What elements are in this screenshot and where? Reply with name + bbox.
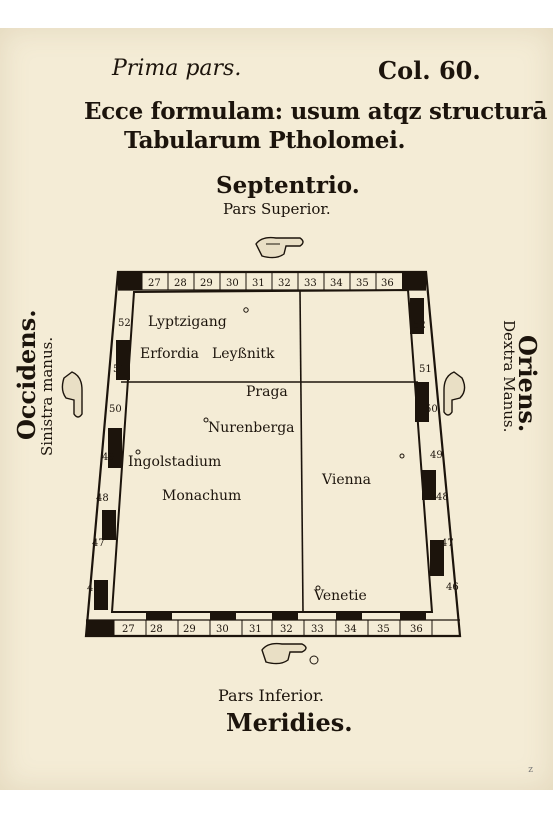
- hand-west-icon: [61, 371, 83, 418]
- bottom-tick-label: 34: [344, 624, 357, 635]
- left-tick-label: 52: [118, 318, 131, 329]
- corner-mark: z: [528, 765, 533, 775]
- bottom-tick-label: 35: [377, 624, 390, 635]
- north-sub-label: Pars Superior.: [223, 200, 331, 218]
- left-tick-label: 47: [92, 538, 105, 549]
- top-tick-label: 34: [330, 278, 343, 289]
- place-label: Praga: [246, 384, 288, 400]
- left-tick-label: 50: [109, 404, 122, 415]
- left-tick-label: 49: [102, 452, 115, 463]
- hand-north-icon: [255, 236, 304, 259]
- hand-south-icon: [261, 642, 319, 665]
- bottom-tick-label: 28: [150, 624, 163, 635]
- bottom-tick-label: 30: [216, 624, 229, 635]
- outer-frame: [84, 270, 462, 638]
- top-tick-label: 36: [381, 278, 394, 289]
- right-tick-label: 46: [446, 582, 459, 593]
- right-tick-label: 49: [430, 450, 443, 461]
- top-scale: 27 28 29 30 31 32 33 34 35 36: [118, 272, 426, 290]
- bottom-tick-label: 29: [183, 624, 196, 635]
- bottom-tick-label: 32: [280, 624, 293, 635]
- top-tick-label: 28: [174, 278, 187, 289]
- place-label: Lyptzigang: [148, 314, 227, 330]
- south-sub-label: Pars Inferior.: [218, 686, 324, 705]
- place-label: Venetie: [313, 588, 367, 604]
- left-tick-label: 48: [96, 493, 109, 504]
- bottom-tick-label: 27: [122, 624, 135, 635]
- top-tick-label: 32: [278, 278, 291, 289]
- top-tick-label: 33: [304, 278, 317, 289]
- place-label: Vienna: [321, 472, 371, 488]
- right-tick-label: 47: [441, 538, 454, 549]
- title-line-1: Ecce formulam: usum atqz structurā: [84, 98, 548, 125]
- left-tick-label: 46: [87, 583, 100, 594]
- top-tick-label: 35: [356, 278, 369, 289]
- place-label: Ingolstadium: [128, 454, 221, 470]
- place-label: Nurenberga: [208, 420, 295, 436]
- right-tick-label: 52: [413, 320, 426, 331]
- place-label: Monachum: [162, 488, 241, 504]
- bottom-tick-label: 36: [410, 624, 423, 635]
- right-scale: 52 51 50 49 48 47 46: [410, 298, 459, 593]
- bottom-tick-label: 31: [249, 624, 262, 635]
- top-tick-label: 29: [200, 278, 213, 289]
- place-names: Lyptzigang Erfordia Leyßnitk Praga Nuren…: [128, 307, 405, 604]
- bottom-tick-label: 33: [311, 624, 324, 635]
- bottom-scale: 27 28 29 30 31 32 33 34 35 36: [86, 612, 433, 636]
- south-label: Meridies.: [226, 708, 353, 737]
- right-tick-label: 50: [425, 404, 438, 415]
- running-header-left: Prima pars.: [112, 56, 242, 81]
- left-scale: 52 51 50 49 48 47 46: [87, 318, 131, 610]
- place-label: Leyßnitk: [212, 346, 275, 362]
- place-label: Erfordia: [140, 346, 199, 362]
- hand-east-icon: [443, 371, 466, 416]
- central-meridian: [299, 290, 304, 613]
- inner-frame: [110, 288, 434, 613]
- left-tick-label: 51: [113, 364, 126, 375]
- top-tick-label: 30: [226, 278, 239, 289]
- right-tick-label: 51: [419, 364, 432, 375]
- top-tick-label: 27: [148, 278, 161, 289]
- top-tick-label: 31: [252, 278, 265, 289]
- right-tick-label: 48: [436, 492, 449, 503]
- title-line-2: Tabularum Ptholomei.: [124, 127, 406, 154]
- north-label: Septentrio.: [216, 172, 360, 199]
- running-header-right: Col. 60.: [378, 56, 481, 85]
